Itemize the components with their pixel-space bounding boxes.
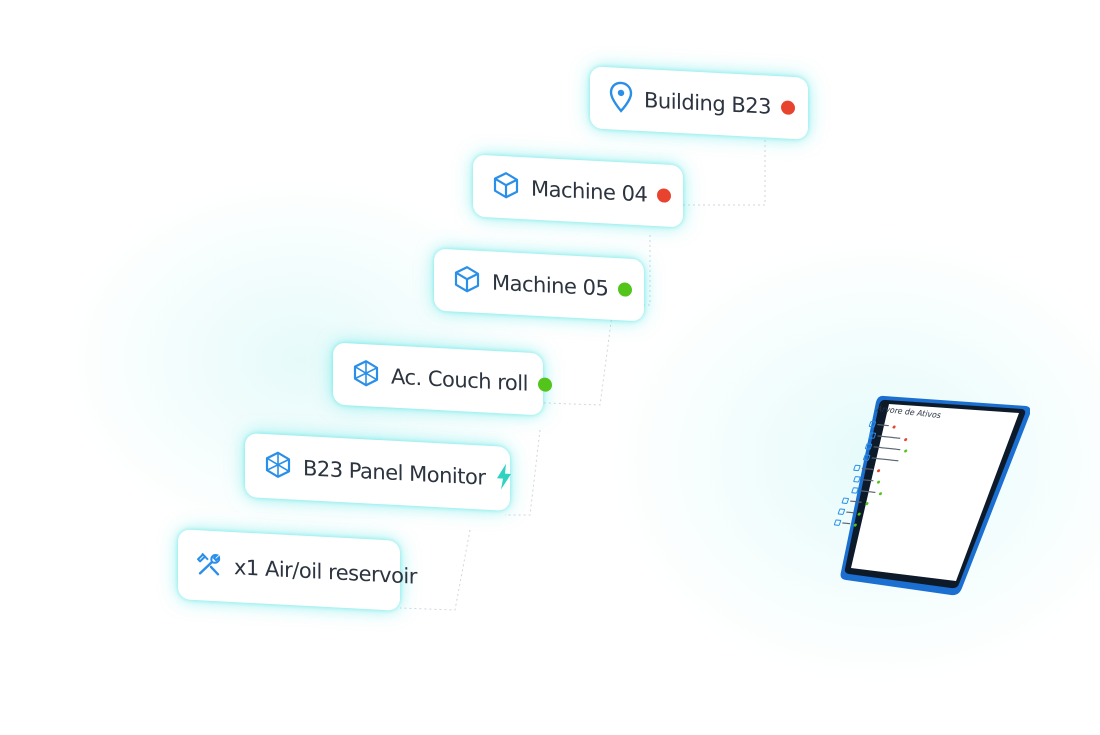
cube-icon — [491, 169, 521, 206]
component-icon — [351, 357, 381, 394]
phone-frame — [840, 395, 1030, 596]
lightning-icon — [495, 462, 513, 496]
cube-icon — [452, 263, 482, 300]
component-icon — [263, 448, 293, 485]
tools-icon — [196, 549, 224, 583]
tree-node-label: Machine 05 — [492, 270, 609, 301]
tree-node-label: B23 Panel Monitor — [303, 456, 486, 490]
status-dot-red — [657, 188, 672, 203]
tree-node-machine-05[interactable]: Machine 05 — [434, 248, 644, 322]
location-pin-icon — [608, 80, 634, 118]
tree-node-label: Building B23 — [644, 88, 771, 119]
tree-node-air-oil-reservoir[interactable]: x1 Air/oil reservoir — [178, 529, 417, 611]
status-dot-green — [537, 377, 552, 392]
tree-node-label: Machine 04 — [531, 176, 648, 207]
status-dot-red — [781, 100, 795, 116]
tree-node-ac-couch-roll[interactable]: Ac. Couch roll — [333, 342, 552, 416]
tree-node-label: Ac. Couch roll — [391, 364, 528, 396]
tree-node-building-b23[interactable]: Building B23 — [590, 66, 808, 140]
phone-mockup: Árvore de Ativos ━━━ ━━━━━━ ━━━━━━━ ━━━━… — [833, 392, 1030, 597]
tree-node-label: x1 Air/oil reservoir — [234, 555, 417, 589]
tree-node-machine-04[interactable]: Machine 04 — [473, 154, 683, 228]
tree-node-b23-panel-monitor[interactable]: B23 Panel Monitor — [245, 433, 513, 511]
status-dot-green — [618, 282, 633, 297]
